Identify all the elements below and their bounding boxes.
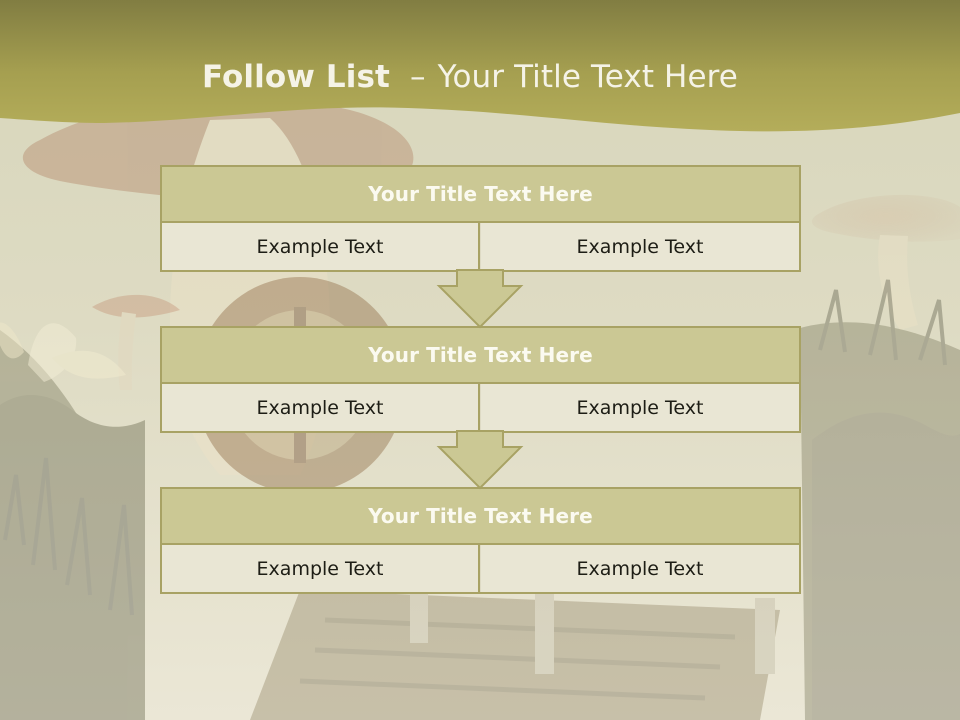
- slide-title-regular: Your Title Text Here: [437, 58, 738, 95]
- process-block-2: Your Title Text Here Example Text Exampl…: [160, 326, 801, 433]
- background-flower-left: [0, 322, 126, 382]
- process-block-item-right: Example Text: [481, 545, 799, 592]
- process-block-item-right: Example Text: [481, 384, 799, 431]
- slide-title-strong: Follow List: [202, 58, 390, 95]
- process-block-1: Your Title Text Here Example Text Exampl…: [160, 165, 801, 272]
- process-block-item-left: Example Text: [162, 384, 480, 431]
- slide-title-separator: –: [409, 58, 426, 95]
- background-dock: [250, 585, 780, 720]
- down-arrow-icon: [436, 269, 524, 329]
- process-block-item-left: Example Text: [162, 223, 480, 270]
- process-block-3: Your Title Text Here Example Text Exampl…: [160, 487, 801, 594]
- background-grass-right: [800, 279, 960, 720]
- process-block-title: Your Title Text Here: [162, 328, 799, 384]
- process-block-title: Your Title Text Here: [162, 489, 799, 545]
- down-arrow-icon: [436, 430, 524, 490]
- process-block-item-right: Example Text: [481, 223, 799, 270]
- process-block-title: Your Title Text Here: [162, 167, 799, 223]
- slide-title: Follow List – Your Title Text Here: [202, 53, 738, 101]
- process-block-item-left: Example Text: [162, 545, 480, 592]
- background-grass-left: [0, 330, 145, 720]
